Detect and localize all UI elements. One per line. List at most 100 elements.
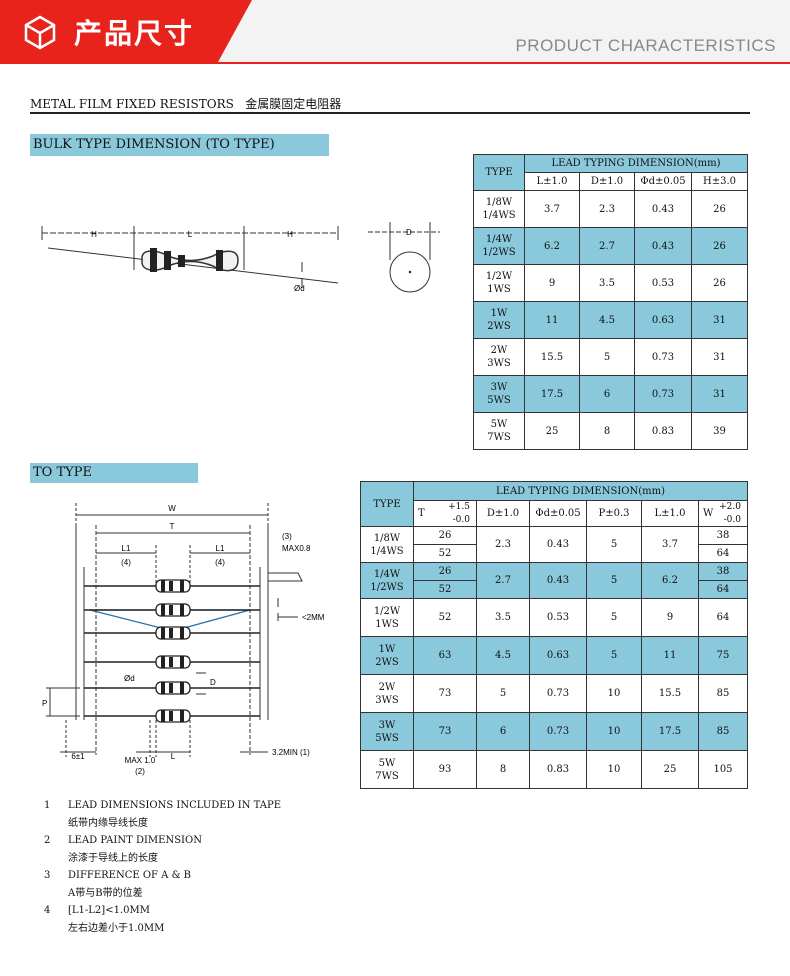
cell: 11 bbox=[641, 636, 699, 675]
type-cell: 1/4W bbox=[373, 568, 401, 580]
l1-left-label: L1 bbox=[122, 544, 131, 553]
title-rule bbox=[30, 112, 750, 114]
cell: 64 bbox=[698, 544, 748, 563]
cell: 52 bbox=[413, 544, 477, 563]
cell: 73 bbox=[413, 712, 477, 751]
type-cell: 3W bbox=[490, 382, 508, 393]
type-cell: 7WS bbox=[487, 432, 511, 443]
cell: 38 bbox=[698, 562, 748, 581]
cell: 64 bbox=[698, 598, 748, 637]
type-cell: 1WS bbox=[375, 618, 399, 630]
type-cell: 2W bbox=[378, 681, 396, 693]
cell: 85 bbox=[698, 674, 748, 713]
col-header: L±1.0 bbox=[524, 172, 580, 191]
cell: 3.5 bbox=[579, 264, 635, 302]
type-cell: 3WS bbox=[375, 694, 399, 706]
type-cell: 1/4WS bbox=[370, 545, 404, 557]
col-header: Φd±0.05 bbox=[634, 172, 692, 191]
lt2mm-label: <2MM bbox=[302, 613, 325, 622]
cell: 15.5 bbox=[641, 674, 699, 713]
t-plus: +1.5 bbox=[448, 502, 470, 512]
to-dimension-table: TYPE LEAD TYPING DIMENSION(mm) T +1.5 -0… bbox=[360, 481, 748, 789]
col-header: P±0.3 bbox=[586, 500, 642, 527]
note3-label: (3) bbox=[282, 532, 292, 541]
t-col-header: T +1.5 -0.0 bbox=[413, 500, 477, 527]
col-header: L±1.0 bbox=[641, 500, 699, 527]
w-label: W bbox=[703, 508, 714, 519]
group-header: LEAD TYPING DIMENSION(mm) bbox=[524, 154, 748, 173]
type-cell: 5WS bbox=[487, 395, 511, 406]
cell: 15.5 bbox=[524, 338, 580, 376]
l1-left-note: (4) bbox=[121, 558, 131, 567]
table-row-sub: 52 64 bbox=[361, 580, 748, 599]
cell: 9 bbox=[641, 598, 699, 637]
cell: 2.3 bbox=[579, 190, 635, 228]
table-row-sub: 52 64 bbox=[361, 544, 748, 563]
type-cell: 1/2W bbox=[373, 605, 401, 617]
max10-label: MAX 1.0 bbox=[125, 756, 156, 765]
type-cell: 1/2WS bbox=[482, 247, 516, 258]
cell: 26 bbox=[691, 264, 748, 302]
cell: 0.53 bbox=[529, 598, 587, 637]
type-cell: 1/2WS bbox=[370, 581, 404, 593]
type-cell: 2WS bbox=[375, 656, 399, 668]
cell: 31 bbox=[691, 301, 748, 339]
type-cell: 2WS bbox=[487, 321, 511, 332]
col-header: D±1.0 bbox=[476, 500, 530, 527]
type-cell: 5W bbox=[490, 419, 508, 430]
cell: 63 bbox=[413, 636, 477, 675]
l1-right-label: L1 bbox=[216, 544, 225, 553]
p-label: P bbox=[42, 699, 47, 708]
cell: 10 bbox=[586, 712, 642, 751]
cell: 8 bbox=[476, 750, 530, 789]
header-underline bbox=[0, 62, 790, 64]
cell: 0.53 bbox=[634, 264, 692, 302]
col-header: H±3.0 bbox=[691, 172, 748, 191]
phid-label: Ød bbox=[124, 674, 135, 683]
cell: 25 bbox=[524, 412, 580, 450]
header-subtitle: PRODUCT CHARACTERISTICS bbox=[515, 36, 776, 55]
cell: 26 bbox=[691, 190, 748, 228]
cell: 6.2 bbox=[641, 562, 699, 599]
l-label: L bbox=[171, 752, 176, 761]
w-label: W bbox=[168, 504, 176, 513]
cell: 75 bbox=[698, 636, 748, 675]
cell: 9 bbox=[524, 264, 580, 302]
cell: 6.2 bbox=[524, 227, 580, 265]
type-cell: 1/2W bbox=[485, 271, 513, 282]
cell: 17.5 bbox=[524, 375, 580, 413]
cell: 5 bbox=[586, 636, 642, 675]
type-cell: 1/4W bbox=[485, 234, 513, 245]
cell: 17.5 bbox=[641, 712, 699, 751]
max10-note: (2) bbox=[135, 767, 145, 776]
cell: 26 bbox=[413, 562, 477, 581]
cell: 25 bbox=[641, 750, 699, 789]
cell: 26 bbox=[691, 227, 748, 265]
t-label: T bbox=[418, 508, 425, 519]
col-header: Φd±0.05 bbox=[529, 500, 587, 527]
cell: 0.63 bbox=[529, 636, 587, 675]
type-cell: 3W bbox=[378, 719, 396, 731]
type-cell: 1W bbox=[490, 308, 508, 319]
l1-right-note: (4) bbox=[215, 558, 225, 567]
type-cell: 3WS bbox=[487, 358, 511, 369]
cell: 3.5 bbox=[476, 598, 530, 637]
cell: 3.7 bbox=[641, 526, 699, 563]
cell: 0.43 bbox=[529, 526, 587, 563]
cell: 26 bbox=[413, 526, 477, 545]
type-cell: 5W bbox=[378, 757, 396, 769]
cell: 6 bbox=[579, 375, 635, 413]
type-cell: 1WS bbox=[487, 284, 511, 295]
cell: 0.43 bbox=[634, 227, 692, 265]
type-cell: 1W bbox=[378, 643, 396, 655]
cell: 0.43 bbox=[529, 562, 587, 599]
